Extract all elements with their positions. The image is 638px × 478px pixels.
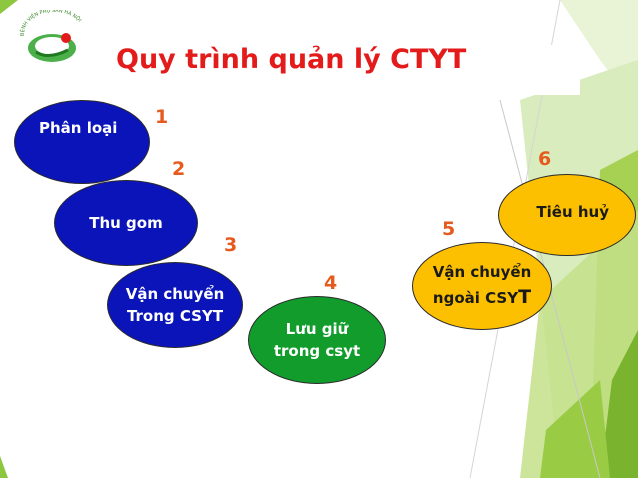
hospital-logo: BỆNH VIỆN PHỤ SẢN HÀ NỘI <box>18 10 82 62</box>
step-5-number: 5 <box>442 218 456 240</box>
svg-text:BỆNH VIỆN PHỤ SẢN HÀ NỘI: BỆNH VIỆN PHỤ SẢN HÀ NỘI <box>18 10 82 36</box>
step-4-number: 4 <box>324 272 338 294</box>
step-6-number: 6 <box>538 148 552 170</box>
step-4-label-line1: Lưu giữ <box>285 319 349 338</box>
step-4-label-line2: trong csyt <box>273 342 361 360</box>
step-1-label: Phân loại <box>39 119 118 137</box>
page-title: Quy trình quản lý CTYT <box>116 44 467 75</box>
step-1-phan-loai: Phân loại <box>14 100 150 184</box>
step-3-label-line1: Vận chuyển <box>125 284 225 303</box>
step-4-luu-giu: Lưu giữ trong csyt <box>248 296 386 384</box>
step-5-van-chuyen-ngoai: Vận chuyển ngoài CSYT <box>412 242 552 330</box>
step-5-label-line1: Vận chuyển <box>432 262 532 281</box>
step-3-number: 3 <box>224 234 238 256</box>
step-6-tieu-huy: Tiêu huỷ <box>498 174 636 256</box>
step-1-number: 1 <box>155 106 169 128</box>
step-2-thu-gom: Thu gom <box>54 180 198 266</box>
step-3-van-chuyen-trong: Vận chuyển Trong CSYT <box>107 262 243 348</box>
step-2-label: Thu gom <box>89 213 163 232</box>
logo-text: BỆNH VIỆN PHỤ SẢN HÀ NỘI <box>18 10 82 36</box>
step-5-label-line2: ngoài CSYT <box>432 286 532 308</box>
step-3-label-line2: Trong CSYT <box>126 307 224 325</box>
step-6-label: Tiêu huỷ <box>536 203 609 221</box>
step-2-number: 2 <box>172 158 186 180</box>
